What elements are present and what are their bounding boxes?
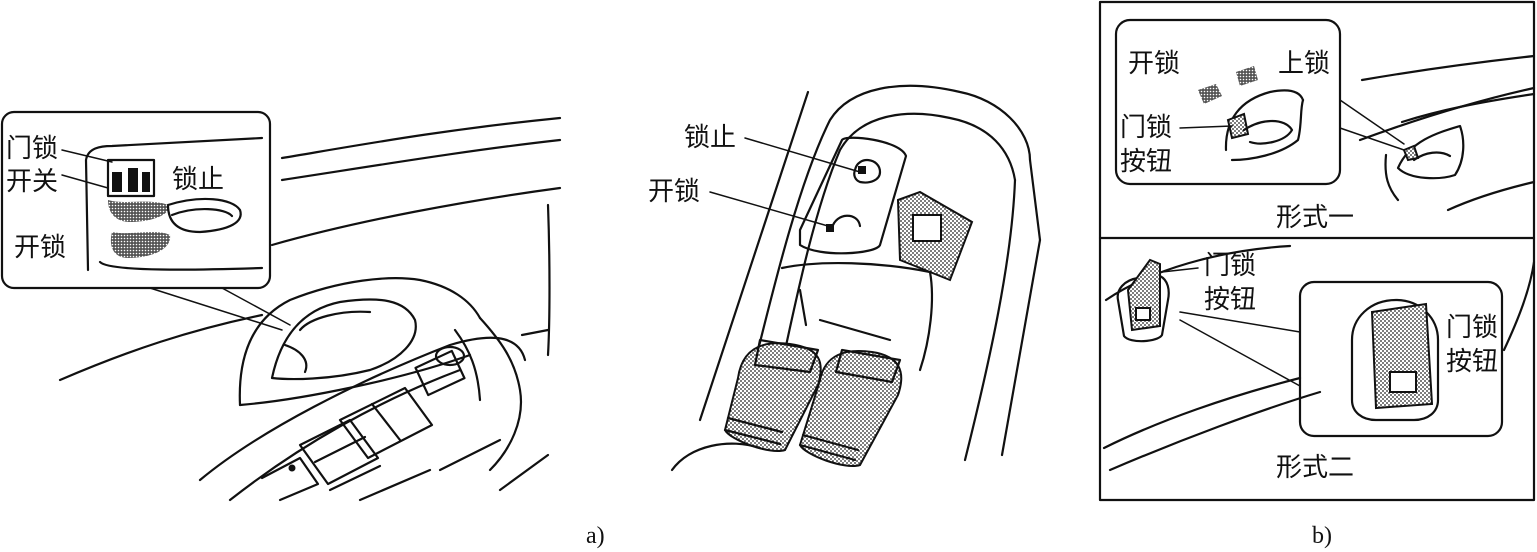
panel-a-callout-line-2 bbox=[221, 287, 291, 326]
panel-a-door-panel bbox=[58, 116, 562, 502]
form-one-button-label-1: 门锁 bbox=[1120, 113, 1172, 143]
form-one-button-label-2: 按钮 bbox=[1120, 147, 1172, 177]
inset-lock-label: 锁止 bbox=[172, 165, 224, 195]
form-two-zoom-label-2: 按钮 bbox=[1446, 347, 1498, 377]
console-unlock-label: 开锁 bbox=[648, 177, 700, 207]
panel-a-inset bbox=[0, 110, 272, 290]
door-lock-switch-leader-2 bbox=[61, 174, 109, 189]
form-two-zoom-inset bbox=[1298, 280, 1504, 438]
inset-unlock-label: 开锁 bbox=[14, 233, 66, 263]
door-lock-switch-leader bbox=[61, 149, 113, 163]
form-two-button-label-2: 按钮 bbox=[1204, 285, 1256, 315]
form-two-door bbox=[1102, 244, 1536, 472]
form-one-button-leader bbox=[1179, 125, 1233, 129]
form-two-callout-1 bbox=[1179, 311, 1301, 333]
form-one-unlock-label: 开锁 bbox=[1128, 49, 1180, 79]
form-two-button-leader bbox=[1161, 267, 1199, 273]
form-one-callout-2 bbox=[1339, 127, 1405, 151]
form-one-lock-label: 上锁 bbox=[1278, 49, 1330, 79]
form-two-button-label-1: 门锁 bbox=[1204, 251, 1256, 281]
console-unlock-leader bbox=[709, 191, 829, 227]
form-two-callout-2 bbox=[1179, 319, 1301, 387]
inset-door-lock-switch-label-1: 门锁 bbox=[6, 134, 58, 164]
console-lock-label: 锁止 bbox=[684, 123, 736, 153]
panel-a-console bbox=[670, 84, 1042, 472]
form-two-title: 形式二 bbox=[1276, 453, 1354, 483]
form-two-zoom-label-1: 门锁 bbox=[1446, 313, 1498, 343]
panel-a-caption: a) bbox=[586, 523, 605, 549]
panel-b-caption: b) bbox=[1312, 523, 1332, 549]
form-one-door bbox=[1358, 54, 1536, 212]
form-one-callout-1 bbox=[1339, 99, 1405, 145]
form-one-title: 形式一 bbox=[1276, 203, 1354, 233]
form-one-inset bbox=[1114, 18, 1342, 186]
console-lock-leader bbox=[744, 137, 861, 173]
panel-b-frame bbox=[1098, 0, 1536, 502]
panel-a-callout-line-1 bbox=[149, 287, 283, 331]
inset-door-lock-switch-label-2: 开关 bbox=[6, 167, 58, 197]
